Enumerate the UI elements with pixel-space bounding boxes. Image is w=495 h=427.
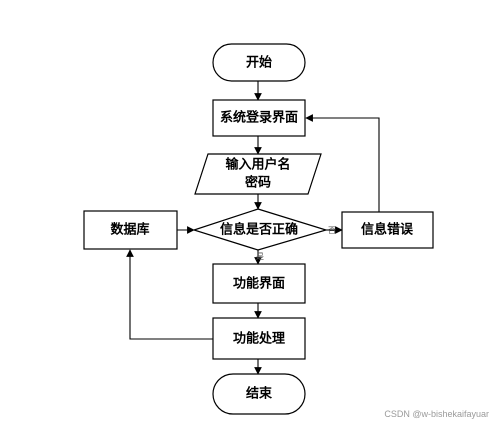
function-process-box [212,317,306,360]
check-node: 信息是否正确 [192,208,329,251]
function-screen-box [212,263,306,304]
end-node: 结束 [212,373,306,415]
edge-process-to-database [126,249,213,340]
start-node-label: 开始 [246,55,272,71]
check-diamond [192,208,329,251]
function-screen-label: 功能界面 [233,276,285,292]
function-process-label: 功能处理 [233,331,285,347]
input-label-line2: 密码 [244,175,271,191]
login-screen-label: 系统登录界面 [220,110,298,126]
input-node: 输入用户名 密码 [194,153,322,195]
error-box [341,211,434,249]
end-node-label: 结束 [246,386,273,402]
database-label: 数据库 [110,222,149,238]
login-screen-node: 系统登录界面 [212,99,306,137]
function-screen-node: 功能界面 [212,263,306,304]
edge-label-yes: 是 [256,252,264,261]
function-process-node: 功能处理 [212,317,306,360]
database-box [83,210,178,250]
end-terminal-shape [212,373,306,415]
start-node: 开始 [212,43,306,82]
login-screen-box [212,99,306,137]
start-terminal-shape [212,43,306,82]
error-node: 信息错误 [341,211,434,249]
input-label-line1: 输入用户名 [225,157,290,173]
edge-error-to-login [305,114,380,212]
watermark-text: CSDN @w-bishekaifayuar [384,409,489,419]
check-label: 信息是否正确 [220,222,298,238]
database-node: 数据库 [83,210,178,250]
input-parallelogram [194,153,322,195]
edges [126,81,380,375]
error-label: 信息错误 [361,222,414,238]
edge-label-no: 否 [328,226,336,235]
